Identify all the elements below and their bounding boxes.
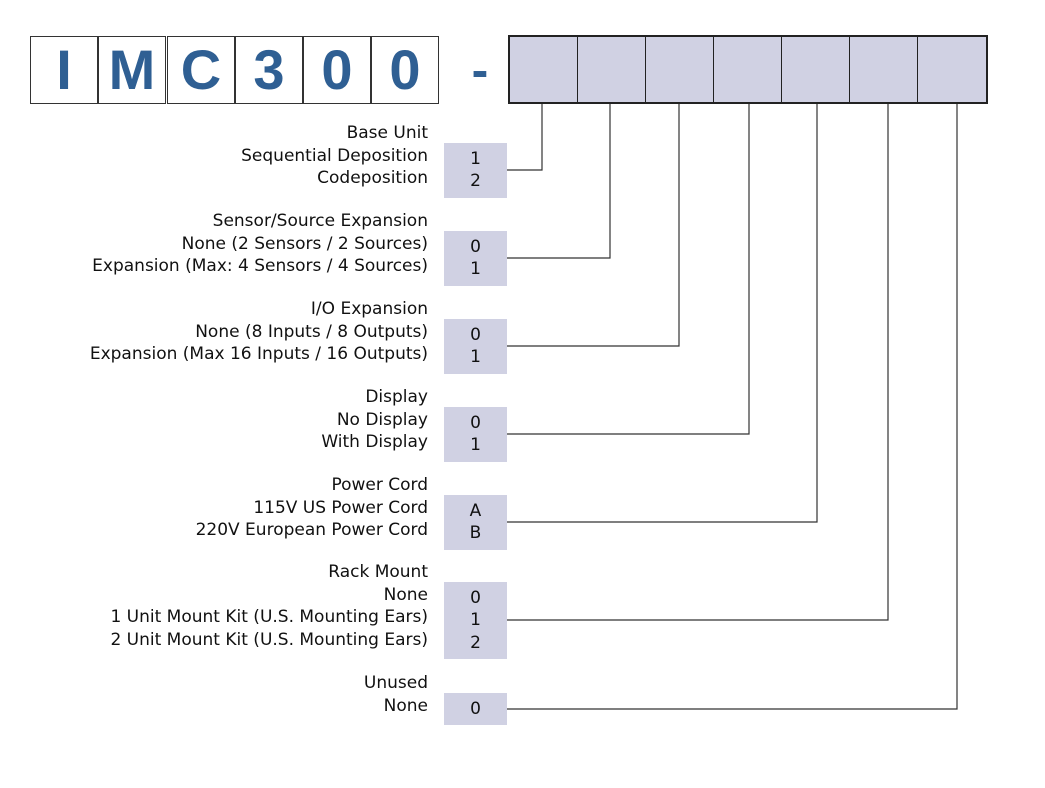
- option-label: Codeposition: [317, 168, 428, 188]
- prefix-char-box: 3: [235, 36, 303, 104]
- option-code: 0: [470, 236, 481, 257]
- option-label: None: [383, 695, 428, 716]
- option-code: B: [469, 523, 482, 543]
- connector-line-3: [507, 104, 680, 347]
- connector-line-1: [507, 104, 543, 171]
- option-slot-4: [714, 37, 782, 102]
- prefix-char-box: M: [98, 36, 166, 104]
- prefix-char-box: C: [167, 36, 235, 104]
- prefix-char-box: 0: [303, 36, 371, 104]
- option-code: 0: [470, 324, 481, 345]
- prefix-char-box: 0: [371, 36, 439, 104]
- option-slot-5: [782, 37, 850, 102]
- option-label: 115V US Power Cord: [253, 497, 428, 518]
- option-label: None (2 Sensors / 2 Sources): [181, 233, 428, 254]
- option-group-title: Power Cord: [331, 475, 428, 495]
- connector-line-5: [507, 104, 818, 523]
- option-label: None (8 Inputs / 8 Outputs): [195, 321, 428, 342]
- option-slot-1: [510, 37, 578, 102]
- connector-line-2: [507, 104, 611, 259]
- option-group-title: Sensor/Source Expansion: [212, 211, 428, 231]
- option-code: 1: [470, 435, 481, 455]
- option-code: 1: [470, 148, 481, 169]
- option-label: 220V European Power Cord: [195, 520, 428, 540]
- connector-line-7: [507, 104, 958, 710]
- prefix-char-box: I: [30, 36, 98, 104]
- option-code: 2: [470, 171, 481, 191]
- option-code: 1: [470, 347, 481, 367]
- option-code: 0: [470, 587, 481, 608]
- option-code: 0: [470, 698, 481, 719]
- option-label: 2 Unit Mount Kit (U.S. Mounting Ears): [110, 629, 428, 650]
- connector-line-4: [507, 104, 750, 435]
- connector-line-6: [507, 104, 889, 621]
- option-label: Expansion (Max: 4 Sensors / 4 Sources): [92, 256, 428, 276]
- option-group-title: Unused: [363, 673, 428, 693]
- option-group-title: Base Unit: [346, 123, 428, 143]
- option-label: 1 Unit Mount Kit (U.S. Mounting Ears): [110, 607, 428, 627]
- option-group-title: Rack Mount: [328, 562, 428, 582]
- option-code-box: 0: [444, 692, 507, 725]
- option-label: None: [383, 584, 428, 605]
- option-code: A: [469, 500, 482, 521]
- option-label: No Display: [336, 409, 428, 430]
- part-number-separator: -: [471, 42, 489, 98]
- option-code: 2: [470, 632, 481, 653]
- option-label: Sequential Deposition: [241, 145, 428, 166]
- option-label: Expansion (Max 16 Inputs / 16 Outputs): [89, 344, 428, 364]
- option-slot-2: [578, 37, 646, 102]
- option-slot-6: [850, 37, 918, 102]
- option-slot-3: [646, 37, 714, 102]
- option-slot-row: [508, 35, 988, 104]
- option-group-title: Display: [365, 387, 428, 407]
- option-label: With Display: [321, 432, 428, 452]
- option-code: 1: [470, 259, 481, 279]
- option-code: 0: [470, 412, 481, 433]
- option-group-title: I/O Expansion: [310, 299, 428, 319]
- option-code: 1: [470, 610, 481, 630]
- option-slot-7: [918, 37, 986, 102]
